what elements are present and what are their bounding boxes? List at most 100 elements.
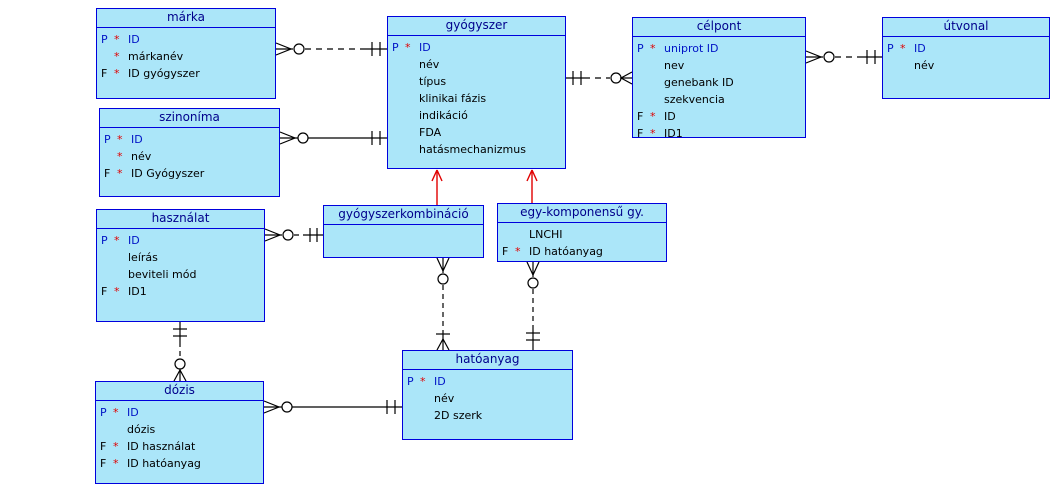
subtype-arrow-gyogyszerkombinacio-gyogyszer[interactable] xyxy=(431,169,443,205)
field-row-gyogyszer-6: hatásmechanizmus xyxy=(388,141,565,158)
field-row-hasznalat-2: beviteli mód xyxy=(97,266,264,283)
entity-title-egykomponensu: egy-komponensű gy. xyxy=(498,204,666,223)
field-key: F xyxy=(100,457,107,470)
entity-fields-gyogyszerkombinacio xyxy=(324,225,483,228)
field-key xyxy=(392,90,405,107)
subtype-arrow-egykomponensu-gyogyszer[interactable] xyxy=(526,169,538,203)
field-name: ID xyxy=(128,234,140,247)
field-row-egykomponensu-0: LNCHI xyxy=(498,226,666,243)
field-name: ID xyxy=(664,110,676,123)
relationship-gyogyszerkombinacio-hatoanyag[interactable] xyxy=(436,257,450,351)
field-row-marka-1: *márkanév xyxy=(97,48,275,65)
field-row-hatoanyag-2: 2D szerk xyxy=(403,407,572,424)
relationship-hasznalat-dozis[interactable] xyxy=(173,322,187,382)
field-name: 2D szerk xyxy=(434,409,483,422)
field-required-marker xyxy=(420,407,434,424)
entity-title-szinonima: szinoníma xyxy=(100,109,279,128)
field-key: P xyxy=(392,41,399,54)
field-row-gyogyszer-4: indikáció xyxy=(388,107,565,124)
field-required-marker xyxy=(114,249,128,266)
field-key: P xyxy=(101,234,108,247)
field-name: ID xyxy=(419,41,431,54)
field-key xyxy=(104,148,117,165)
field-row-dozis-2: F*ID használat xyxy=(96,438,263,455)
field-row-dozis-0: P*ID xyxy=(96,404,263,421)
relationship-szinonima-gyogyszer[interactable] xyxy=(279,131,387,145)
field-required-marker xyxy=(650,57,664,74)
relationship-egykomponensu-hatoanyag[interactable] xyxy=(526,261,540,350)
field-required-marker xyxy=(650,91,664,108)
entity-title-hasznalat: használat xyxy=(97,210,264,229)
field-key: P xyxy=(101,33,108,46)
field-name: ID használat xyxy=(127,440,196,453)
field-required-marker: * xyxy=(114,67,120,80)
field-required-marker xyxy=(900,57,914,74)
entity-title-hatoanyag: hatóanyag xyxy=(403,351,572,370)
entity-gyogyszerkombinacio[interactable]: gyógyszerkombináció xyxy=(323,205,484,258)
field-key xyxy=(101,249,114,266)
field-key xyxy=(101,48,114,65)
field-key: F xyxy=(637,110,644,123)
field-name: ID xyxy=(127,406,139,419)
field-required-marker: * xyxy=(114,285,120,298)
relationship-celpont-utvonal[interactable] xyxy=(805,50,882,64)
field-row-szinonima-0: P*ID xyxy=(100,131,279,148)
field-required-marker: * xyxy=(117,150,123,163)
field-row-celpont-3: szekvencia xyxy=(633,91,805,108)
field-key: F xyxy=(104,167,111,180)
relationship-hasznalat-gyogyszerkombinacio[interactable] xyxy=(264,228,323,242)
field-required-marker: * xyxy=(113,457,119,470)
field-key: F xyxy=(637,127,644,140)
entity-title-gyogyszerkombinacio: gyógyszerkombináció xyxy=(324,206,483,225)
field-row-utvonal-1: név xyxy=(883,57,1049,74)
entity-title-celpont: célpont xyxy=(633,18,805,37)
field-row-dozis-3: F*ID hatóanyag xyxy=(96,455,263,472)
field-key: P xyxy=(637,42,644,55)
field-key xyxy=(887,57,900,74)
field-name: ID xyxy=(434,375,446,388)
field-name: LNCHI xyxy=(529,228,563,241)
field-required-marker: * xyxy=(650,42,656,55)
entity-title-marka: márka xyxy=(97,9,275,28)
field-name: ID1 xyxy=(128,285,147,298)
field-name: indikáció xyxy=(419,109,468,122)
field-row-gyogyszer-0: P * ID xyxy=(388,39,565,56)
field-name: klinikai fázis xyxy=(419,92,487,105)
relationship-dozis-hatoanyag[interactable] xyxy=(263,400,402,414)
field-key: P xyxy=(104,133,111,146)
field-required-marker xyxy=(405,56,419,73)
field-key xyxy=(392,73,405,90)
field-required-marker: * xyxy=(405,41,411,54)
field-row-hasznalat-3: F*ID1 xyxy=(97,283,264,300)
field-required-marker xyxy=(113,421,127,438)
field-name: ID gyógyszer xyxy=(128,67,200,80)
field-key xyxy=(407,390,420,407)
field-required-marker: * xyxy=(515,245,521,258)
relationship-marka-gyogyszer[interactable] xyxy=(275,42,387,56)
field-key: P xyxy=(100,406,107,419)
field-row-gyogyszer-2: típus xyxy=(388,73,565,90)
relationship-gyogyszer-celpont[interactable] xyxy=(566,71,633,85)
field-row-marka-0: P*ID xyxy=(97,31,275,48)
field-key xyxy=(100,421,113,438)
field-required-marker xyxy=(405,73,419,90)
field-required-marker xyxy=(114,266,128,283)
field-key xyxy=(392,107,405,124)
field-key: F xyxy=(101,67,108,80)
field-row-marka-2: F * ID gyógyszer xyxy=(97,65,275,82)
